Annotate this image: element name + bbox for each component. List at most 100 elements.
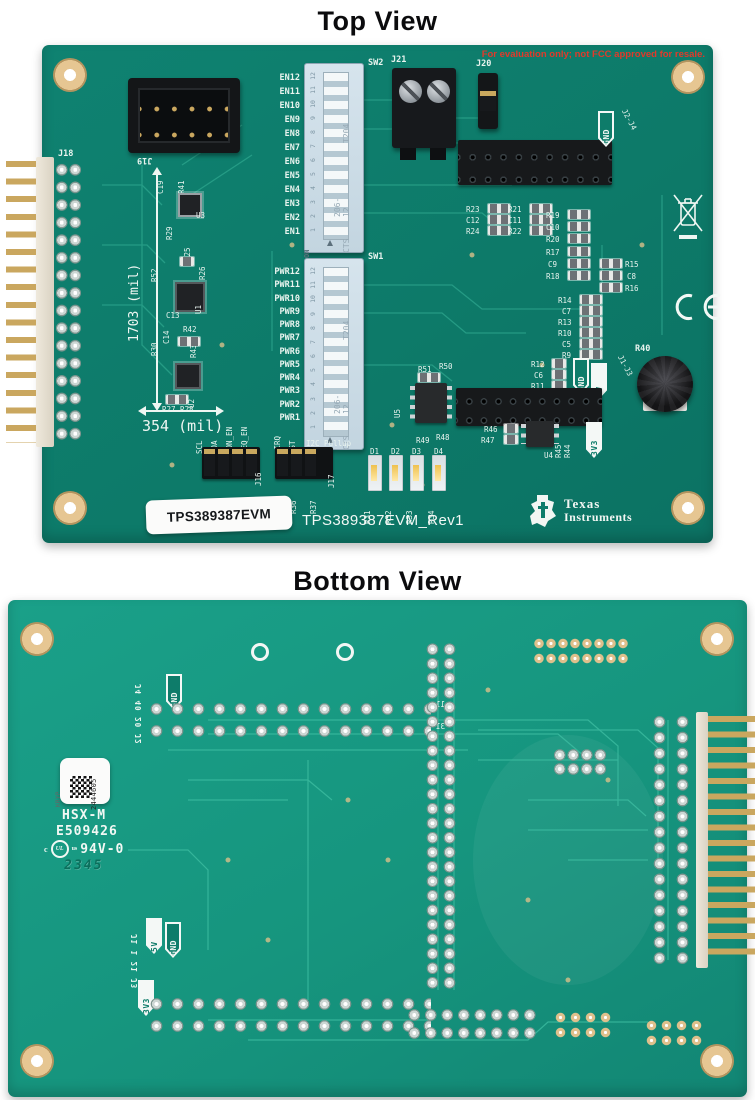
pwr-label: PWR12 bbox=[274, 267, 300, 277]
ref-r21: R21 bbox=[508, 205, 522, 214]
smd-part bbox=[488, 226, 510, 235]
smd-part bbox=[166, 395, 188, 404]
ref-c5: C5 bbox=[562, 340, 572, 349]
smd-part bbox=[530, 204, 552, 213]
j21-tab bbox=[430, 148, 446, 160]
ref-c7: C7 bbox=[562, 307, 572, 316]
ti-logo-word2: Instruments bbox=[564, 510, 633, 524]
smd-part bbox=[580, 295, 602, 304]
ref-r41: R41 bbox=[177, 180, 186, 194]
en-label: EN7 bbox=[284, 143, 300, 153]
ref-c8: C8 bbox=[627, 272, 637, 281]
j18-solder-pads bbox=[648, 714, 694, 966]
ref-d2: D2 bbox=[391, 447, 401, 456]
j21-terminal-block bbox=[392, 68, 456, 148]
ref-d1: D1 bbox=[370, 447, 380, 456]
smd-part bbox=[552, 381, 566, 390]
en-label: EN9 bbox=[284, 115, 300, 125]
sw1-marking-t204: T204 bbox=[342, 320, 351, 340]
mounting-hole bbox=[53, 491, 87, 525]
mounting-hole bbox=[700, 1044, 734, 1078]
jumper-shunt bbox=[277, 449, 288, 476]
smd-part bbox=[178, 337, 200, 346]
ref-u1: U1 bbox=[194, 304, 203, 314]
smd-part bbox=[530, 226, 552, 235]
net-tag-gnd-mid: GND bbox=[573, 358, 589, 394]
ref-r18: R18 bbox=[546, 272, 560, 281]
j2-j4-socket bbox=[458, 140, 612, 185]
ref-r51: R51 bbox=[418, 365, 432, 374]
j19-pins bbox=[138, 88, 230, 143]
smd-part bbox=[568, 234, 590, 243]
ref-j1-j3-mirrored: J1 1 21 J3 bbox=[130, 934, 139, 990]
smd-part bbox=[580, 317, 602, 326]
bottom-view-title: Bottom View bbox=[293, 566, 462, 596]
ref-c12: C12 bbox=[466, 216, 480, 225]
led-d1 bbox=[368, 455, 382, 491]
en-label: EN4 bbox=[284, 185, 300, 195]
ref-c13: C13 bbox=[166, 311, 180, 320]
j21-screw bbox=[399, 80, 422, 103]
en-label: EN10 bbox=[279, 101, 300, 111]
sticker-vendor: KRYP bbox=[55, 791, 62, 807]
sw2-marking-cts: CTS bbox=[342, 238, 351, 253]
dimension-arrow-right bbox=[216, 406, 224, 416]
smd-part bbox=[600, 259, 622, 268]
ref-c9: C9 bbox=[548, 260, 558, 269]
sw2-marking-t204: T204 bbox=[342, 123, 351, 143]
header-solder-pads-top bbox=[146, 698, 431, 742]
smd-part bbox=[568, 259, 590, 268]
ref-j20: J20 bbox=[476, 59, 492, 69]
ti-logo-word1: Texas bbox=[564, 496, 601, 511]
pad-row bbox=[406, 1006, 538, 1042]
en-label: EN5 bbox=[284, 171, 300, 181]
en-label: EN6 bbox=[284, 157, 300, 167]
ref-r22: R22 bbox=[508, 227, 522, 236]
ref-j17: J17 bbox=[327, 474, 336, 488]
ref-r48: R48 bbox=[436, 433, 450, 442]
smd-part bbox=[418, 373, 440, 382]
serial-sticker: 2444605 KRYP bbox=[55, 758, 110, 810]
ref-r23: R23 bbox=[466, 205, 480, 214]
sw2-actuators bbox=[323, 72, 349, 240]
ref-r52: R52 bbox=[150, 268, 159, 282]
smd-part bbox=[180, 257, 194, 266]
dimension-arrow-left bbox=[138, 406, 146, 416]
mounting-hole bbox=[53, 58, 87, 92]
jumper-shunt bbox=[232, 449, 243, 476]
ref-r28: R28 bbox=[180, 405, 194, 414]
board-silkscreen-name: TPS389387EVM_Rev1 bbox=[302, 512, 464, 529]
ref-u3: U3 bbox=[196, 211, 206, 220]
sw1-marking-part: 206-12 bbox=[333, 394, 351, 414]
pad-grid bbox=[553, 748, 607, 776]
pwr-label: PWR10 bbox=[274, 293, 300, 304]
ref-r19: R19 bbox=[546, 211, 560, 220]
j18-connector-body bbox=[36, 157, 54, 447]
ref-c14: C14 bbox=[162, 330, 171, 344]
ref-j1-j3: J1-J3 bbox=[616, 353, 635, 378]
sw1-channel-labels: PWR12 PWR11 PWR10 PWR9 PWR8 PWR7 PWR6 PW… bbox=[258, 267, 300, 423]
ref-r30: R30 bbox=[150, 342, 159, 356]
j18-pins bbox=[708, 716, 755, 964]
smd-part bbox=[530, 215, 552, 224]
u5-chip bbox=[410, 383, 452, 423]
ul-prefix: c bbox=[44, 844, 48, 854]
i2c-pullup-label: I2C_Pullup bbox=[306, 439, 352, 448]
ref-c10: C10 bbox=[546, 223, 560, 232]
header-solder-pads-bottom bbox=[146, 993, 431, 1037]
ref-sw2: SW2 bbox=[368, 58, 384, 68]
net-tag-gnd-top: GND bbox=[598, 111, 614, 147]
en-label: EN11 bbox=[279, 87, 300, 97]
pad-grid bbox=[533, 636, 629, 666]
led-d2 bbox=[389, 455, 403, 491]
pad-grid bbox=[644, 1018, 704, 1048]
ul-file-number: E509426 bbox=[56, 824, 118, 839]
top-board-photo: For evaluation only; not FCC approved fo… bbox=[6, 45, 721, 543]
pwr-label: PWR4 bbox=[279, 373, 300, 384]
u1-chip bbox=[175, 282, 205, 312]
j18-solder-pads bbox=[55, 161, 82, 443]
ref-r46: R46 bbox=[484, 425, 498, 434]
smd-part bbox=[568, 222, 590, 231]
